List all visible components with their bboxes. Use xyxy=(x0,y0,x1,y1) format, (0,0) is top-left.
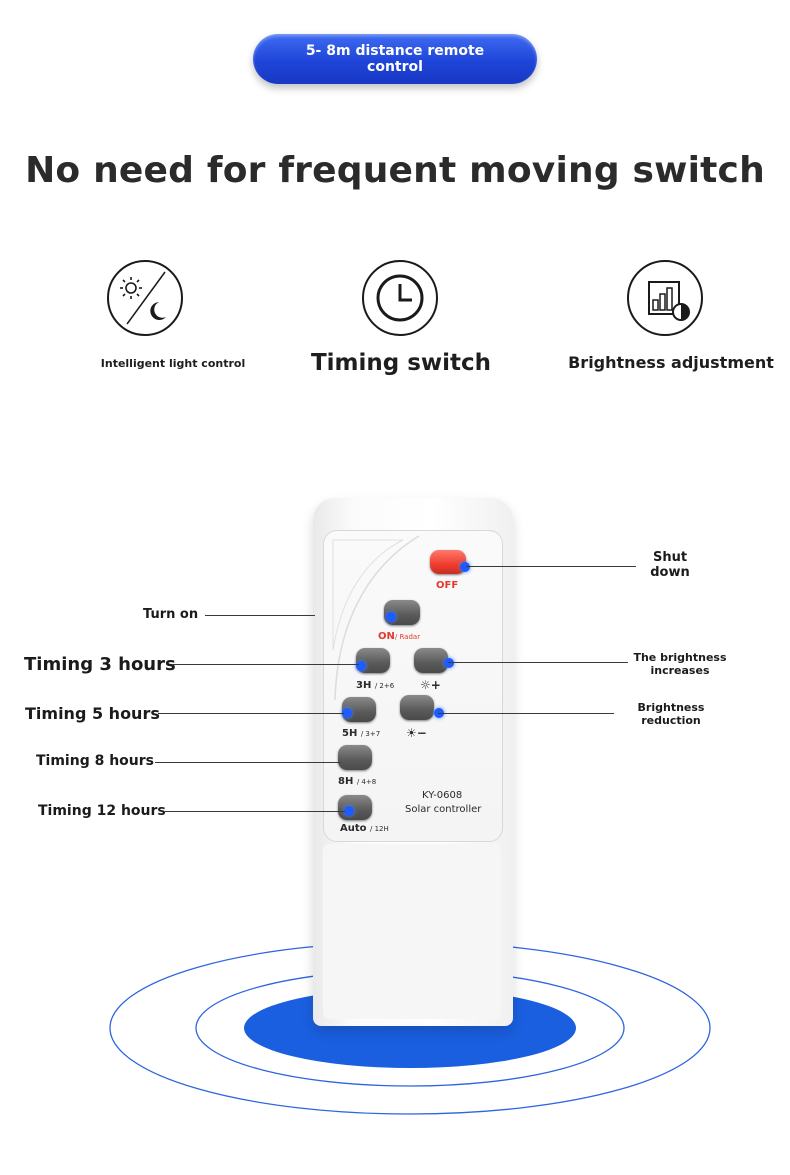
feature-label-light-control: Intelligent light control xyxy=(100,357,246,370)
sun-filled-icon: ☀ xyxy=(406,726,417,740)
callout-timing-12: Timing 12 hours xyxy=(38,803,166,819)
model-number: KY-0608 xyxy=(422,790,463,801)
off-marker xyxy=(460,562,470,572)
timing-3h-label: 3H / 2+6 xyxy=(356,680,395,691)
callout-line-8h xyxy=(155,762,341,763)
feature-label-brightness: Brightness adjustment xyxy=(568,353,774,372)
distance-banner-text: 5- 8m distance remote control xyxy=(305,43,485,75)
timing-5h-label: 5H / 3+7 xyxy=(342,728,381,739)
timing-12h-label: Auto / 12H xyxy=(340,823,389,834)
model-subtitle: Solar controller xyxy=(405,804,482,815)
brightness-chart-icon xyxy=(627,260,703,336)
callout-line-turn-on xyxy=(205,615,315,616)
on-marker xyxy=(386,612,396,622)
remote-button-panel xyxy=(323,530,503,842)
sun-outline-icon: ☼ xyxy=(420,678,431,692)
panel-curve xyxy=(332,535,420,701)
timing-8h-label: 8H / 4+8 xyxy=(338,776,377,787)
brightness-down-label: ☀− xyxy=(406,726,427,740)
brightness-up-label: ☼+ xyxy=(420,678,441,692)
brightness-up-marker xyxy=(444,658,454,668)
distance-banner: 5- 8m distance remote control xyxy=(253,34,537,84)
clock-icon xyxy=(362,260,438,336)
remote-lower-body xyxy=(323,844,501,1019)
timing-3h-marker xyxy=(356,661,366,671)
callout-line-5h xyxy=(158,713,344,714)
on-radar-label: ON/ Radar xyxy=(378,631,421,642)
callout-timing-8: Timing 8 hours xyxy=(36,753,155,769)
callout-line-3h xyxy=(173,664,359,665)
timing-12h-marker xyxy=(344,806,354,816)
timing-5h-marker xyxy=(342,708,352,718)
callout-timing-3: Timing 3 hours xyxy=(24,654,176,675)
feature-label-timing: Timing switch xyxy=(310,350,492,376)
callout-turn-on: Turn on xyxy=(143,607,199,622)
off-label: OFF xyxy=(436,580,459,591)
callout-timing-5: Timing 5 hours xyxy=(25,704,160,723)
callout-line-12h xyxy=(165,811,345,812)
headline: No need for frequent moving switch xyxy=(25,150,765,191)
brightness-down-button[interactable] xyxy=(400,695,434,720)
timing-12h-button[interactable] xyxy=(338,795,372,820)
timing-8h-button[interactable] xyxy=(338,745,372,770)
callout-line-bright-up xyxy=(448,662,628,663)
sun-moon-icon xyxy=(107,260,183,336)
callout-line-bright-down xyxy=(438,713,614,714)
brightness-up-button[interactable] xyxy=(414,648,448,673)
callout-line-shutdown xyxy=(466,566,636,567)
